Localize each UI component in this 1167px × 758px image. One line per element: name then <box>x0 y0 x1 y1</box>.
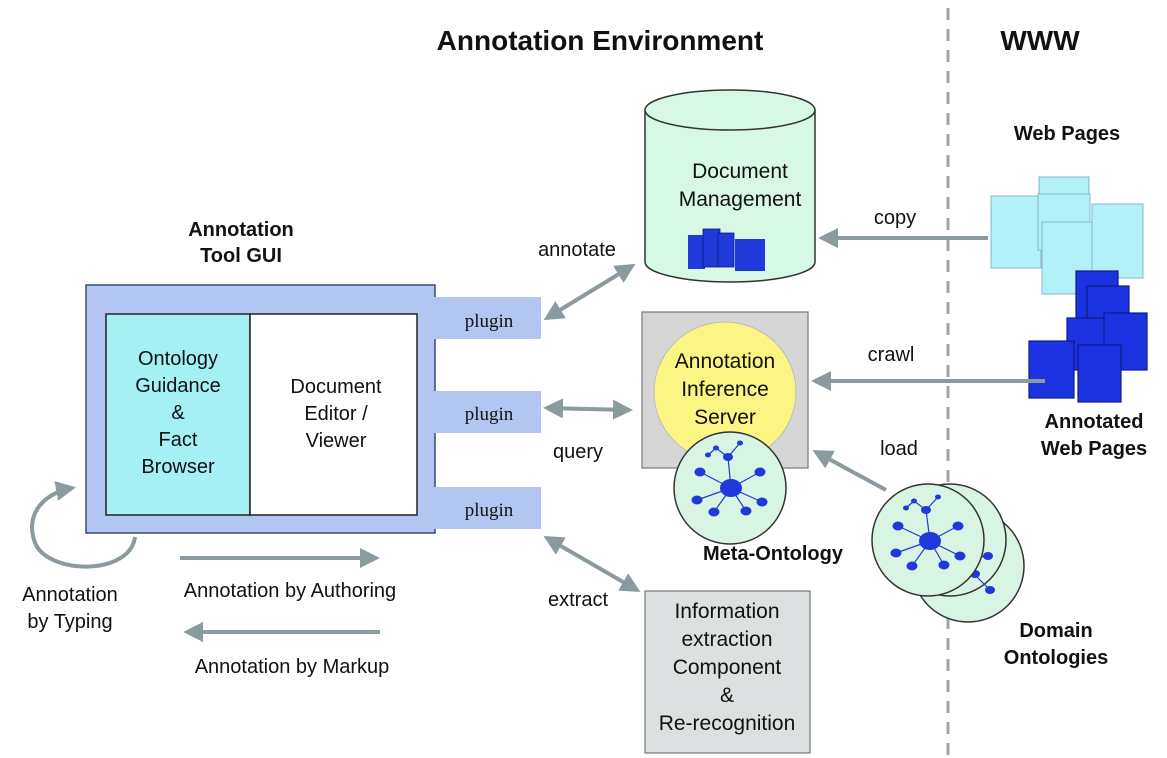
right-pane-text-3: Viewer <box>306 430 367 452</box>
ie-line1: Information <box>674 600 779 623</box>
www-heading: WWW <box>1000 25 1080 56</box>
annotated-web-pages-line2: Web Pages <box>1041 438 1147 460</box>
ie-line5: Re-recognition <box>659 712 796 735</box>
left-pane-text-5: Browser <box>141 456 215 478</box>
web-pages-label: Web Pages <box>1014 123 1120 145</box>
domain-ontologies-line1: Domain <box>1019 620 1092 642</box>
server-line1: Annotation <box>675 350 775 373</box>
doc-mgmt-line2: Management <box>679 188 802 211</box>
query-label: query <box>553 441 603 463</box>
tool-gui-window: Ontology Guidance & Fact Browser Documen… <box>85 284 436 534</box>
left-pane-text-3: & <box>171 402 185 424</box>
ontology-browser-pane[interactable] <box>105 313 251 516</box>
authoring-label: Annotation by Authoring <box>184 580 396 602</box>
monitor-icon <box>688 228 765 271</box>
crawl-label: crawl <box>868 344 915 366</box>
load-label: load <box>880 438 918 460</box>
annotate-arrow <box>543 263 636 321</box>
copy-label: copy <box>874 207 916 229</box>
extract-label: extract <box>548 589 608 611</box>
domain-ontologies-graph <box>871 483 1025 623</box>
plugin-annotate[interactable]: plugin <box>434 297 541 339</box>
meta-ontology-graph <box>673 431 787 545</box>
annotated-web-pages-stack <box>1028 270 1148 403</box>
right-pane-text-1: Document <box>290 376 382 398</box>
right-pane-text-2: Editor / <box>304 403 368 425</box>
ie-line3: Component <box>673 656 782 679</box>
query-arrow <box>543 398 633 420</box>
left-pane-text-1: Ontology <box>138 348 218 370</box>
ie-line4: & <box>720 684 734 707</box>
markup-label: Annotation by Markup <box>195 656 390 678</box>
plugin-extract[interactable]: plugin <box>434 487 541 529</box>
typing-arrow <box>30 481 137 569</box>
domain-ontologies-line2: Ontologies <box>1004 647 1108 669</box>
typing-label-line1: Annotation <box>22 584 118 606</box>
tool-gui-title-line2: Tool GUI <box>200 245 282 267</box>
plugin-extract-label: plugin <box>465 500 514 521</box>
load-arrow <box>812 450 887 492</box>
document-editor-pane[interactable] <box>249 313 418 516</box>
typing-label-line2: by Typing <box>27 611 112 633</box>
server-line3: Server <box>694 406 756 429</box>
document-management-db: Document Management <box>644 89 816 283</box>
plugin-query[interactable]: plugin <box>434 391 541 433</box>
server-line2: Inference <box>681 378 769 401</box>
tool-gui-title-line1: Annotation <box>188 219 294 241</box>
plugin-query-label: plugin <box>465 404 514 425</box>
web-pages-stack <box>990 176 1144 295</box>
inference-server: Annotation Inference Server <box>641 311 809 469</box>
left-pane-text-2: Guidance <box>135 375 221 397</box>
extract-arrow <box>543 535 641 593</box>
annotate-label: annotate <box>538 239 616 261</box>
meta-ontology-label: Meta-Ontology <box>703 543 844 565</box>
plugin-annotate-label: plugin <box>465 311 514 332</box>
left-pane-text-4: Fact <box>159 429 198 451</box>
environment-heading: Annotation Environment <box>437 25 764 56</box>
doc-mgmt-line1: Document <box>692 160 788 183</box>
ie-line2: extraction <box>681 628 772 651</box>
information-extraction-component: Information extraction Component & Re-re… <box>644 590 811 754</box>
annotated-web-pages-line1: Annotated <box>1045 411 1144 433</box>
